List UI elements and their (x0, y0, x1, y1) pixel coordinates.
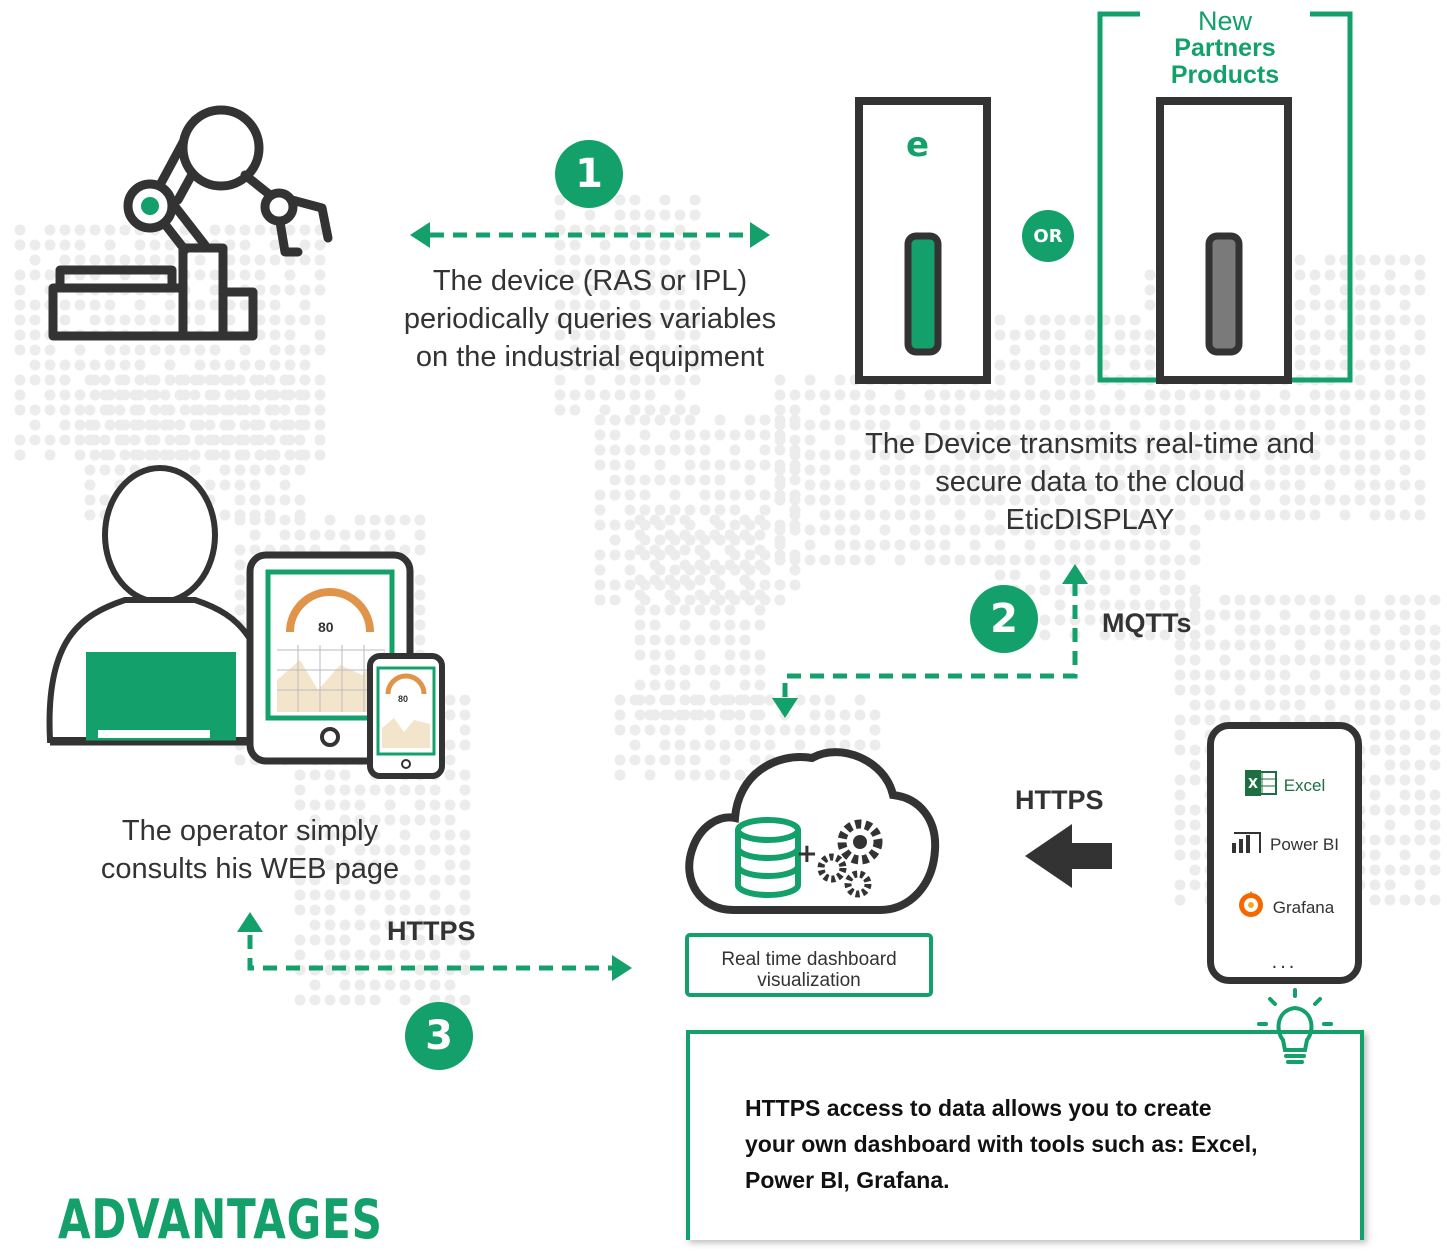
new-label: New (1197, 6, 1252, 36)
grafana-icon (1235, 889, 1267, 926)
step2-arrow (772, 564, 1088, 718)
tool-grafana: Grafana (1214, 889, 1355, 926)
operator-icon (46, 465, 290, 746)
device-partner (1097, 11, 1353, 384)
tablet-gauge-value: 80 (318, 619, 334, 635)
step3-description: The operator simply consults his WEB pag… (100, 815, 400, 885)
step2-description: The Device transmits real-time and secur… (865, 428, 1315, 536)
info-box (686, 1030, 1364, 1240)
step1-arrow (410, 222, 770, 248)
tools-more: ... (1271, 951, 1298, 973)
tool-excel: X Excel (1214, 769, 1355, 802)
tools-phone: X Excel Power BI Grafana ... (1207, 722, 1362, 984)
robot-arm-icon (48, 105, 333, 341)
tool-grafana-label: Grafana (1272, 897, 1335, 917)
tool-powerbi: Power BI (1214, 829, 1355, 860)
products-label: Products (1170, 61, 1280, 89)
dashboard-label: Real time dashboard visualization (721, 949, 897, 991)
step3-badge: 3 (405, 1002, 473, 1070)
or-badge: OR (1022, 210, 1074, 262)
mqtt-label: MQTTs (1102, 608, 1192, 638)
partners-label: Partners (1174, 34, 1276, 62)
tool-excel-label: Excel (1283, 775, 1326, 795)
lightbulb-icon (1257, 988, 1333, 1064)
https-tools-label: HTTPS (1015, 785, 1104, 815)
cloud-database-icon: + (685, 748, 940, 914)
device-ras-ipl (855, 97, 991, 384)
step1-description: The device (RAS or IPL) periodically que… (403, 265, 777, 373)
https-operator-label: HTTPS (387, 916, 476, 946)
step2-badge: 2 (970, 585, 1038, 653)
excel-icon: X (1244, 769, 1278, 802)
advantages-title: ADVANTAGES (58, 1188, 383, 1251)
new-partners-title: New Partners Products (1140, 8, 1310, 89)
tool-powerbi-label: Power BI (1270, 834, 1339, 854)
https-tools-arrow (1025, 824, 1112, 888)
svg-text:X: X (1248, 777, 1258, 792)
dashboard-label-box: Real time dashboard visualization (685, 933, 933, 997)
step3-arrow (237, 912, 632, 981)
svg-text:+: + (796, 839, 818, 869)
info-text: HTTPS access to data allows you to creat… (745, 1095, 1258, 1193)
phone-gauge-value: 80 (398, 694, 409, 704)
phone-small-icon (367, 653, 445, 779)
device-logo-icon: e (906, 125, 930, 165)
step1-badge: 1 (555, 140, 623, 208)
powerbi-icon (1230, 829, 1264, 860)
